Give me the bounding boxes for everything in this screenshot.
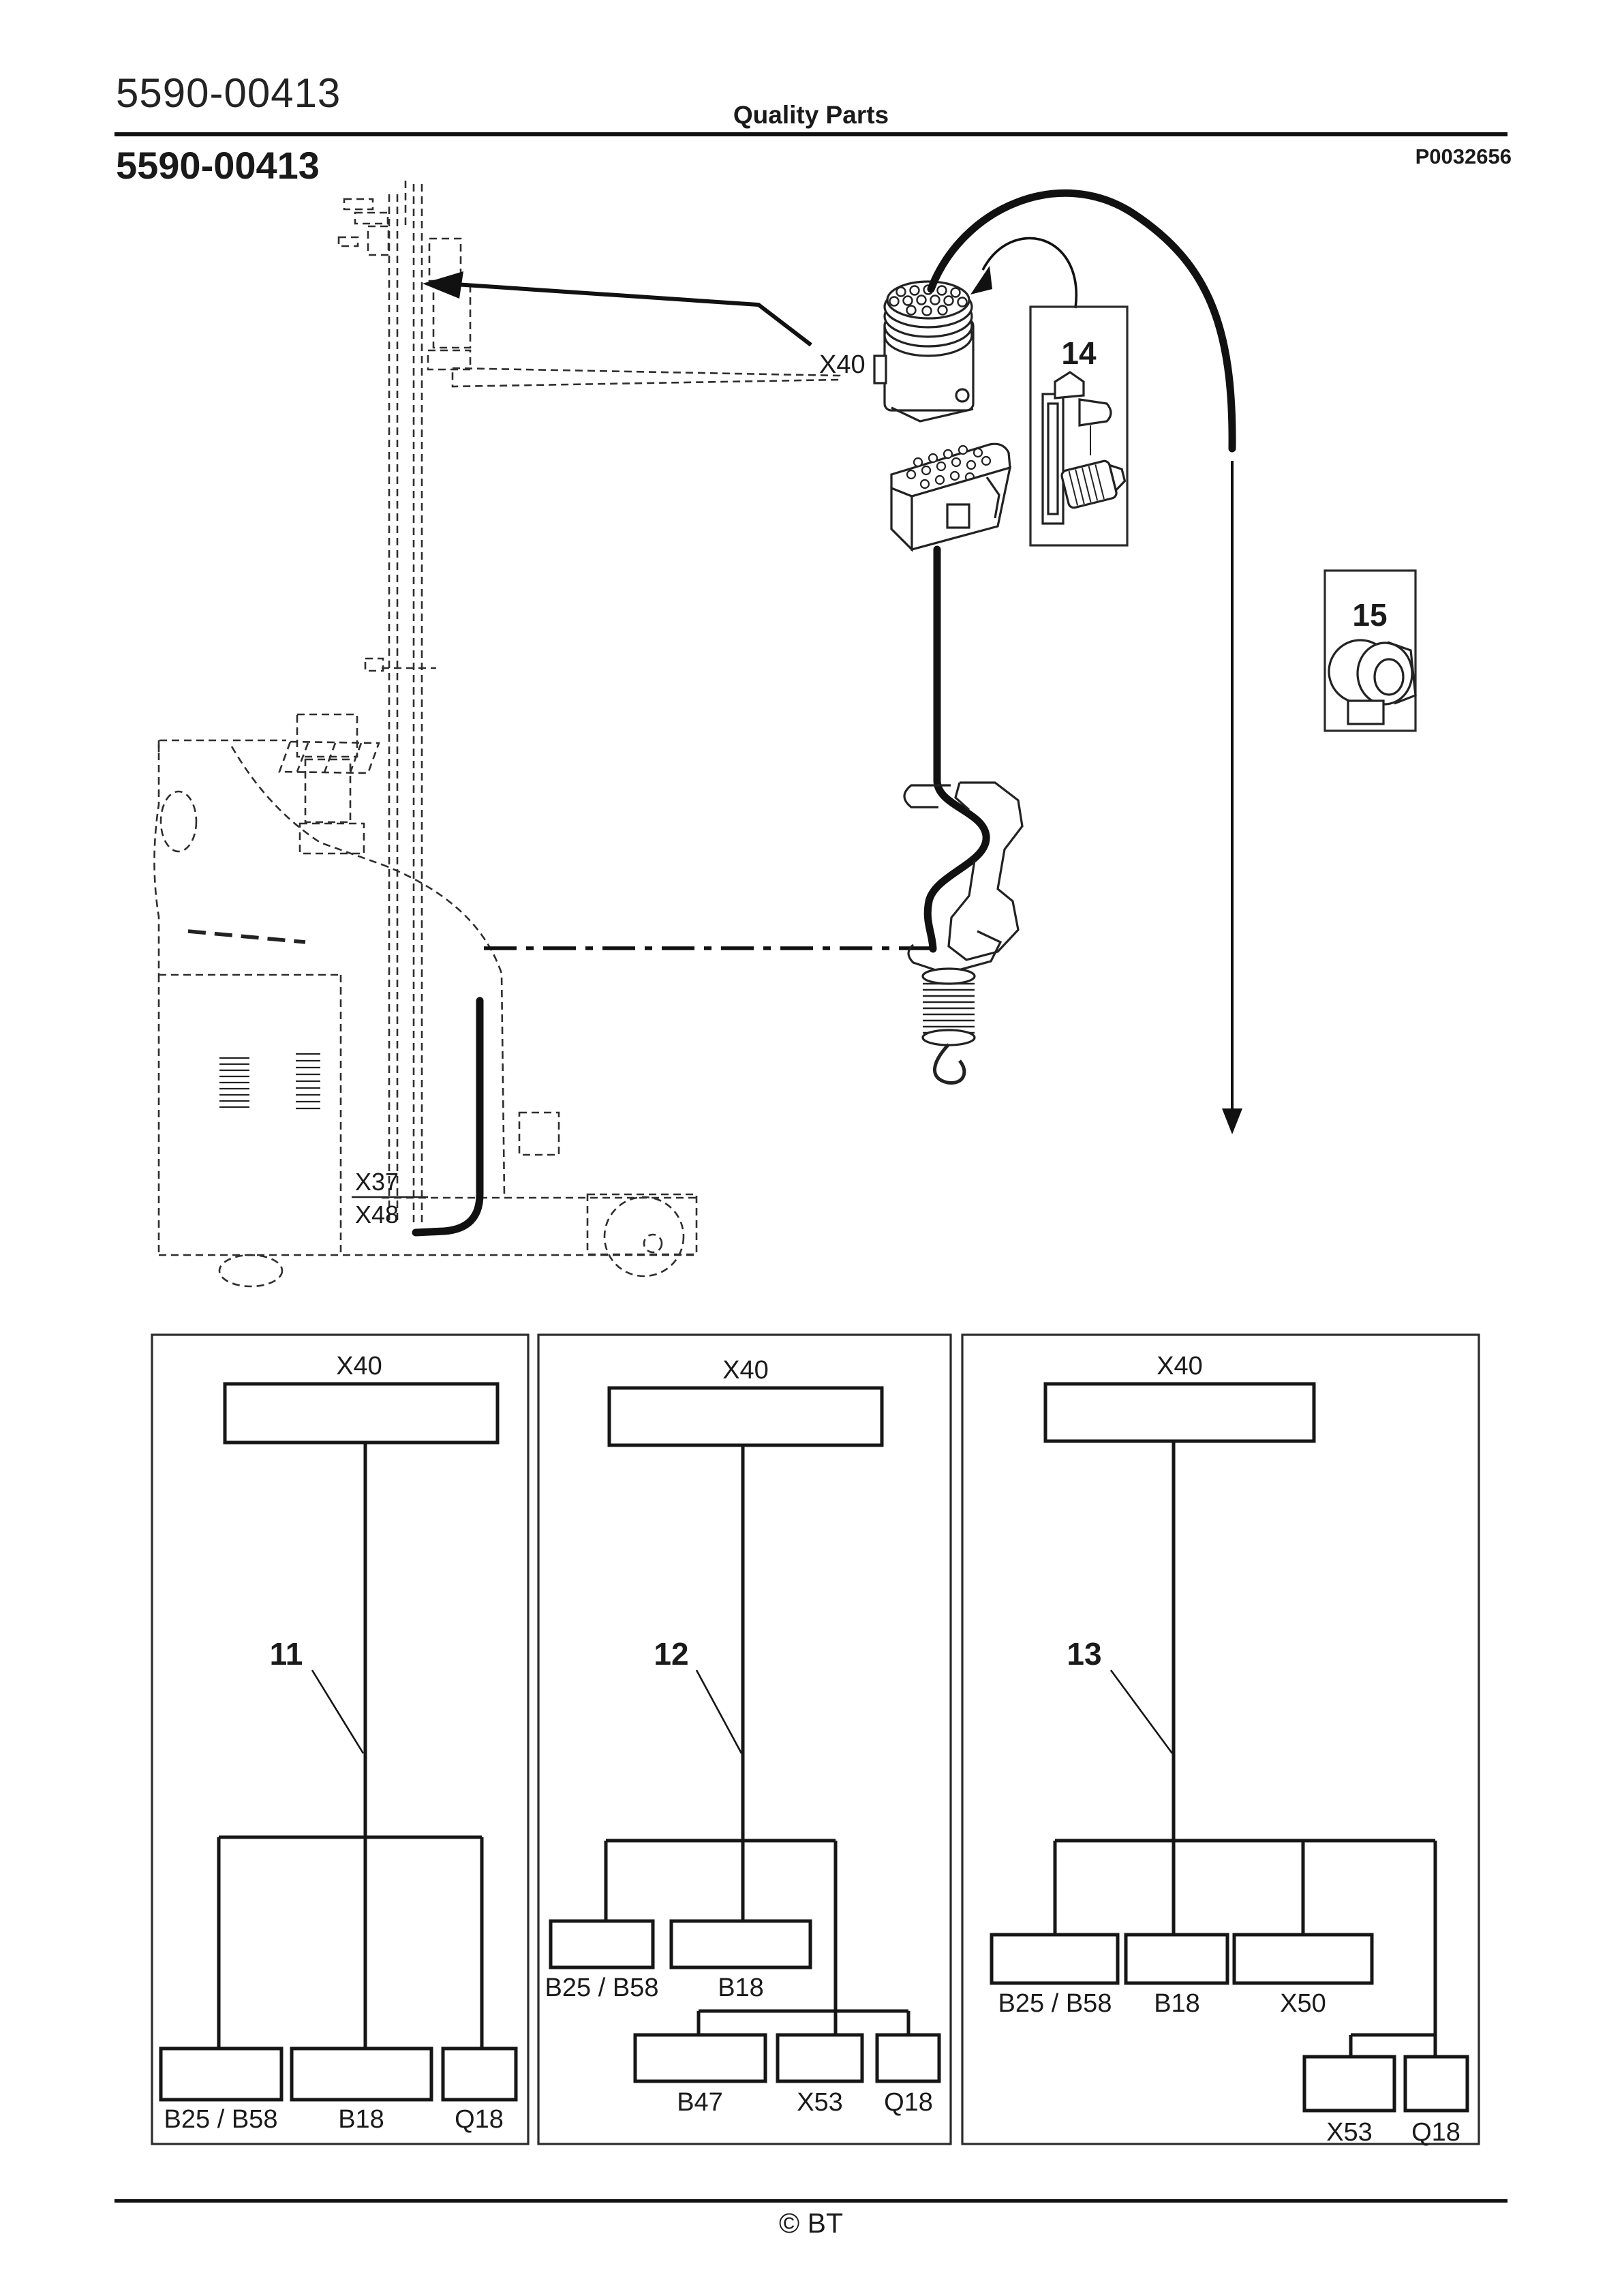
x40-arrow [423, 271, 812, 347]
wiring-diagram-13: X40 13 B25 / B58 B18 X50 X53 Q18 [961, 1333, 1480, 2147]
item14-pointer-arrow [970, 237, 1078, 309]
label-x40-figure: X40 [819, 350, 866, 379]
truck-drawing [153, 739, 698, 1288]
wiring-diagram-11: X40 11 B25 / B58 B18 Q18 [151, 1333, 530, 2145]
diagram1-leaf2-label: B18 [338, 2105, 384, 2134]
diagram1-leaf3-label: Q18 [455, 2105, 504, 2134]
harness-cable-arc [927, 189, 1242, 1134]
diagram3-callout: 13 [1067, 1636, 1101, 1672]
figure-code: P0032656 [1415, 145, 1512, 168]
footer-copyright: © BT [779, 2207, 843, 2239]
diagram2-mid1-label: B25 / B58 [545, 1974, 659, 2002]
diagram3-top-label: X40 [1157, 1352, 1203, 1380]
harness-cable-drop [923, 545, 990, 953]
diagram2-callout: 12 [654, 1636, 688, 1672]
diagram1-callout: 11 [270, 1636, 303, 1672]
diagram3-mid1-label: B25 / B58 [998, 1989, 1112, 2018]
label-x48: X48 [355, 1200, 399, 1228]
diagram2-top-label: X40 [722, 1356, 769, 1385]
diagram3-leaf1-label: X53 [1326, 2118, 1373, 2147]
mast-cable-lower [412, 997, 484, 1237]
callout-14-number: 14 [1061, 335, 1097, 371]
diagram3-mid3-label: X50 [1280, 1989, 1326, 2018]
callout-box-14: 14 [1029, 305, 1129, 547]
bracket-and-spring [903, 781, 1024, 1085]
spring-hatch-right [296, 1053, 320, 1110]
diagram2-mid2-label: B18 [718, 1974, 764, 2002]
connector-x40 [873, 280, 975, 423]
section-title: Quality Parts [733, 101, 889, 129]
header-rule [114, 132, 1508, 136]
diagram1-leaf1-label: B25 / B58 [164, 2105, 278, 2134]
diagram3-mid2-label: B18 [1154, 1989, 1200, 2018]
doc-number: 5590-00413 [116, 70, 341, 116]
page-title: 5590-00413 [116, 144, 320, 187]
diagram3-leaf2-label: Q18 [1411, 2118, 1460, 2147]
callout-box-15: 15 [1323, 569, 1417, 732]
diagram2-leaf2-label: X53 [797, 2088, 843, 2117]
spring-hatch-left [219, 1057, 249, 1108]
footer-rule [114, 2199, 1508, 2203]
grommet-part [1328, 639, 1417, 725]
mast-drawing [296, 181, 841, 1224]
wiring-diagram-12: X40 12 B25 / B58 B18 B47 X53 Q18 [537, 1333, 952, 2145]
connector-male [890, 442, 1012, 552]
terminal-pin-parts [1041, 371, 1127, 525]
diagram2-leaf3-label: Q18 [884, 2088, 933, 2117]
diagram2-leaf1-label: B47 [677, 2088, 723, 2117]
label-x37: X37 [355, 1168, 399, 1196]
diagram1-top-label: X40 [336, 1352, 382, 1380]
callout-15-number: 15 [1352, 597, 1387, 633]
